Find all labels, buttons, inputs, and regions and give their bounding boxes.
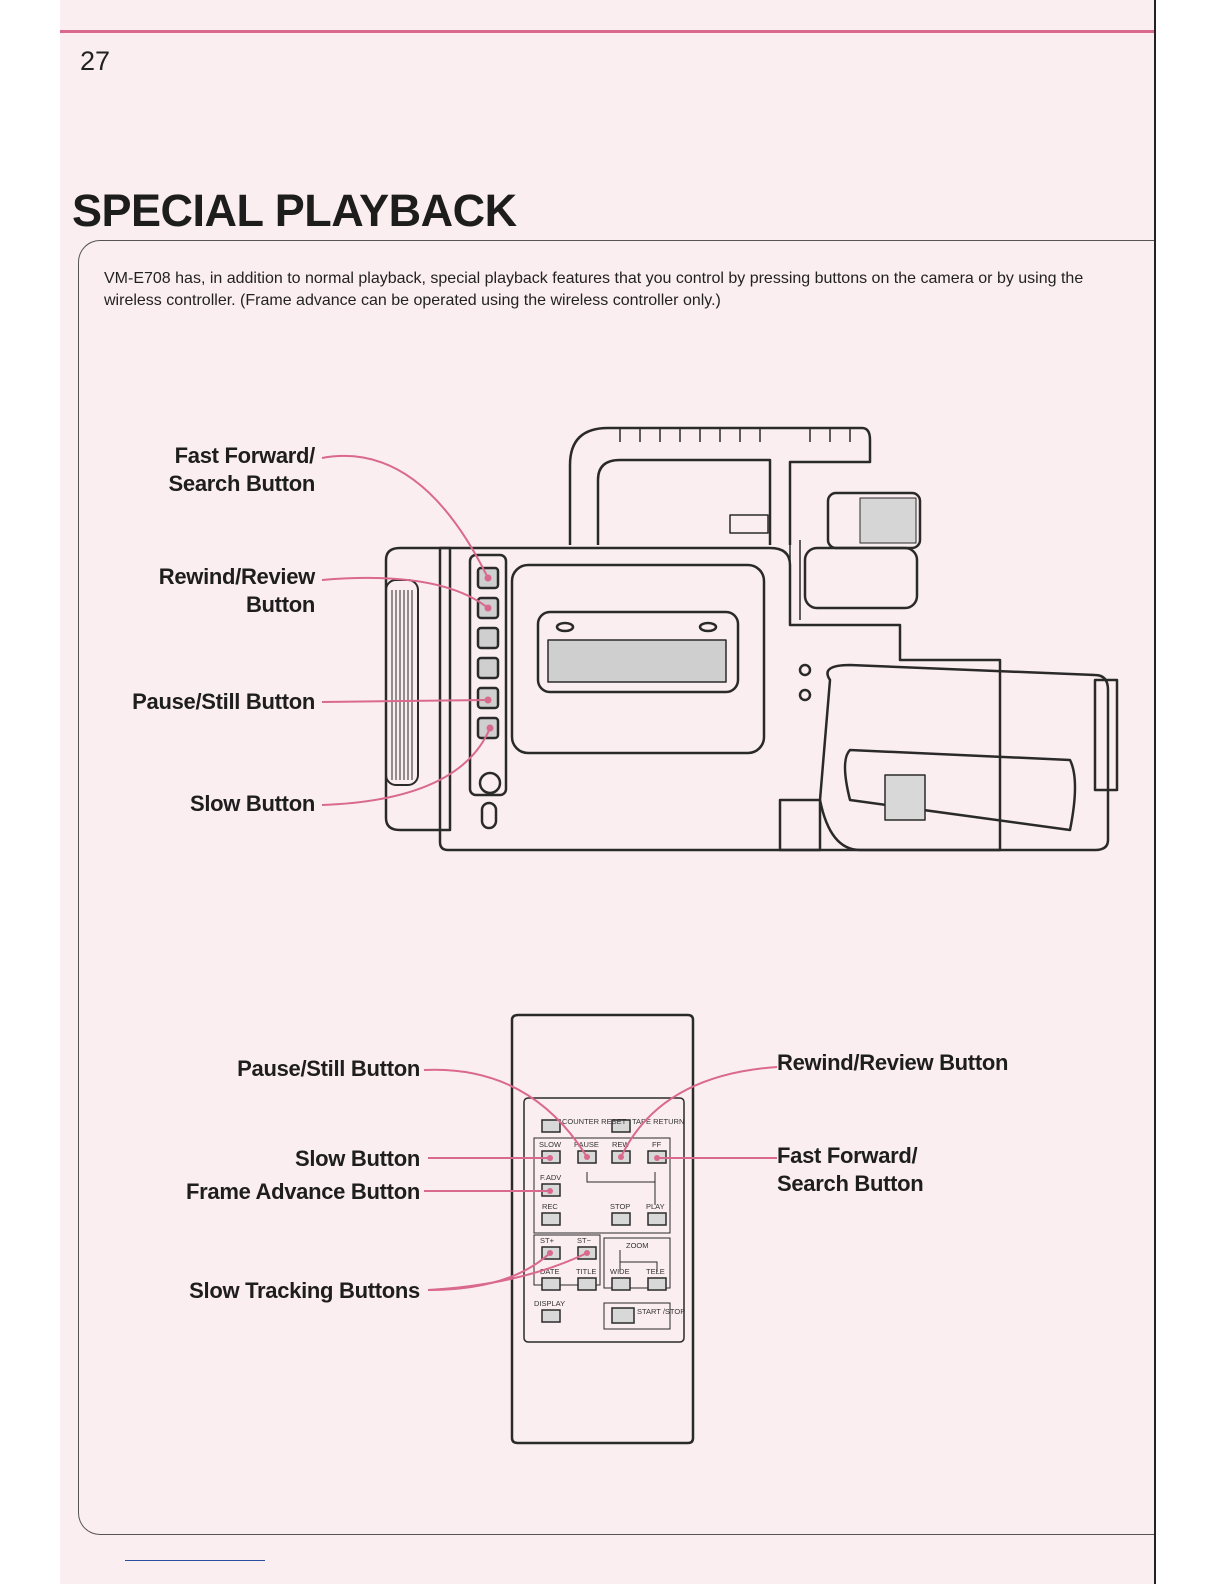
remote-body: [510, 1013, 695, 1445]
ff-leader-line: [321, 454, 489, 579]
remote-wide-label: WIDE: [610, 1267, 630, 1276]
remote-rew-leader: [620, 1066, 778, 1158]
remote-display-label: DISPLAY: [534, 1299, 565, 1308]
rew-leader-line: [321, 576, 489, 609]
bottom-rule: [125, 1560, 265, 1561]
remote-st-plus-label: ST+: [540, 1236, 555, 1245]
remote-rew-callout: Rewind/Review Button: [777, 1050, 1009, 1075]
remote-date-label: DATE: [540, 1267, 559, 1276]
remote-slow-label: SLOW: [539, 1140, 562, 1149]
remote-ff-callout: Fast Forward/ Search Button: [777, 1142, 1027, 1198]
remote-slow-callout: Slow Button: [294, 1146, 420, 1171]
remote-title-label: TITLE: [576, 1267, 596, 1276]
remote-pause-label: PAUSE: [574, 1140, 599, 1149]
camera-rew-line1: Rewind/Review: [158, 564, 316, 589]
cassette-door: [510, 563, 766, 755]
remote-st-leader-1: [427, 1252, 551, 1291]
page-background: [60, 0, 1156, 1584]
remote-ff-line1: Fast Forward/: [777, 1143, 918, 1168]
camera-pause-callout: Pause/Still Button: [132, 689, 315, 714]
camera-body: [438, 546, 1002, 852]
remote-ff-label: FF: [652, 1140, 662, 1149]
remote-play-label: PLAY: [646, 1202, 665, 1211]
remote-tele-label: TELE: [646, 1267, 665, 1276]
remote-fadv-label: F.ADV: [540, 1173, 561, 1182]
camera-rew-callout: Rewind/Review Button: [100, 563, 316, 619]
camera-rew-line2: Button: [245, 592, 315, 617]
camera-ff-callout: Fast Forward/ Search Button: [100, 442, 316, 498]
remote-pause-leader: [423, 1068, 588, 1158]
lens-hood: [384, 546, 452, 832]
remote-slow-tracking-callout: Slow Tracking Buttons: [189, 1278, 420, 1303]
remote-st-leader-2: [427, 1252, 588, 1291]
camera-handle: [568, 426, 872, 545]
remote-start-stop-label: START /STOP: [637, 1307, 685, 1316]
remote-st-minus-label: ST−: [577, 1236, 592, 1245]
remote-rew-label: REW: [612, 1140, 630, 1149]
camera-ff-line1: Fast Forward/: [174, 443, 316, 468]
remote-counter-reset: COUNTER RESET: [562, 1117, 627, 1126]
content-frame: [78, 240, 1154, 1535]
top-rule: [60, 30, 1154, 33]
camera-slow-callout: Slow Button: [189, 791, 315, 816]
camera-ff-line2: Search Button: [168, 471, 316, 496]
intro-paragraph: VM-E708 has, in addition to normal playb…: [104, 270, 1084, 309]
remote-button-panel: [523, 1097, 685, 1343]
camera-button-strip: [468, 553, 508, 797]
pause-leader-line: [321, 699, 489, 703]
remote-fadv-callout: Frame Advance Button: [185, 1179, 420, 1204]
remote-pause-callout: Pause/Still Button: [237, 1056, 420, 1081]
page-title: SPECIAL PLAYBACK: [72, 185, 517, 236]
page-number: 27: [80, 46, 111, 76]
remote-rec-label: REC: [542, 1202, 558, 1211]
remote-tape-return: TAPE RETURN: [632, 1117, 684, 1126]
hand-grip: [818, 663, 1110, 852]
remote-ff-line2: Search Button: [777, 1171, 924, 1196]
slow-leader-line: [321, 727, 491, 806]
remote-zoom-label: ZOOM: [626, 1241, 649, 1250]
remote-stop-label: STOP: [610, 1202, 630, 1211]
